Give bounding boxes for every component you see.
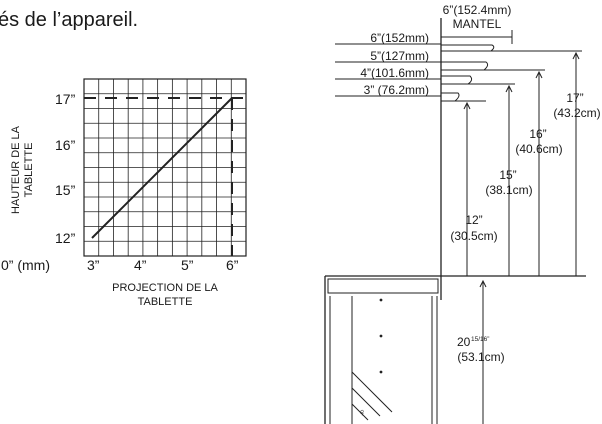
- height-17in-metric: (43.2cm): [553, 106, 600, 120]
- graph-y-tick-12: 12”: [55, 230, 76, 246]
- projection-6in-label: 6”(152mm): [370, 31, 429, 45]
- height-12in-metric: (30.5cm): [450, 229, 497, 243]
- dimension-arrowheads: [463, 51, 580, 110]
- mantel-profile-6in: [441, 44, 495, 52]
- graph-diagonal-line: [91, 97, 233, 239]
- graph-y-axis-label: HAUTEUR DE LA TABLETTE: [10, 125, 35, 214]
- graph-frame: [83, 78, 247, 257]
- graph-x-tick-3: 3”: [87, 257, 100, 273]
- opening-arrowhead: [479, 279, 487, 288]
- female-symbol-icon: ♀: [358, 407, 366, 419]
- projection-4in-label: 4”(101.6mm): [360, 66, 429, 80]
- graph-x-tick-5: 5”: [181, 257, 194, 273]
- appliance-top-panel: [327, 278, 439, 294]
- graph-origin-label: 0” (mm): [1, 257, 50, 273]
- appliance-dot: [379, 370, 383, 374]
- svg-text:TABLETTE: TABLETTE: [23, 143, 35, 198]
- height-15in-label: 15”: [499, 168, 516, 182]
- svg-text:HAUTEUR DE LA: HAUTEUR DE LA: [10, 125, 22, 214]
- mantel-title-dimension: 6”(152.4mm): [443, 3, 512, 17]
- appliance-hatch-lines: [351, 371, 393, 421]
- graph-y-tick-15: 15”: [55, 182, 76, 198]
- projection-5in-label: 5”(127mm): [370, 49, 429, 63]
- graph-x-axis-label-line1: PROJECTION DE LA: [112, 282, 218, 294]
- graph-x-axis-label-line2: TABLETTE: [138, 296, 193, 308]
- mantel-profile-5in: [441, 61, 489, 71]
- mantel-clearance-diagram: 6”(152.4mm) MANTEL: [324, 3, 601, 424]
- graph-x-tick-4: 4”: [134, 257, 147, 273]
- opening-height-fraction: 15/16”: [471, 336, 489, 343]
- height-17in-label: 17”: [566, 91, 583, 105]
- header-text: és de l’appareil.: [0, 9, 138, 31]
- graph-y-tick-17: 17”: [55, 91, 76, 107]
- graph-grid: [84, 79, 246, 256]
- height-12in-label: 12”: [465, 213, 482, 227]
- mantel-profile-4in: [441, 75, 473, 85]
- opening-height-metric: (53.1cm): [457, 350, 504, 364]
- appliance-dot: [379, 334, 383, 338]
- mantel-graph: 17” 16” 15” 12” 3” 4” 5” 6” 0” (mm) HAUT…: [1, 78, 247, 308]
- height-16in-metric: (40.6cm): [515, 142, 562, 156]
- appliance-dot: [379, 298, 383, 302]
- height-15in-metric: (38.1cm): [485, 183, 532, 197]
- opening-height-whole: 20: [457, 335, 471, 349]
- graph-y-tick-16: 16”: [55, 137, 76, 153]
- height-16in-label: 16”: [529, 127, 546, 141]
- mantel-title-label: MANTEL: [453, 17, 502, 31]
- graph-x-tick-6: 6”: [226, 257, 239, 273]
- projection-3in-label: 3” (76.2mm): [364, 83, 429, 97]
- mantel-profile-3in: [441, 92, 460, 102]
